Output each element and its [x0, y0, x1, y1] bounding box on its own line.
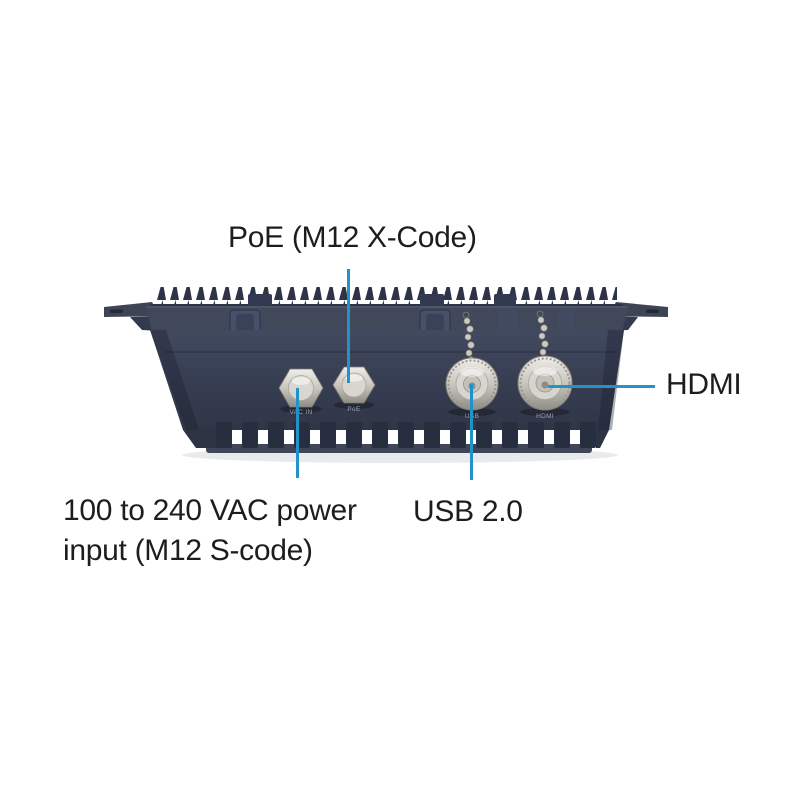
- lid-tab-1: [498, 308, 518, 334]
- poe-label: PoE (M12 X-Code): [228, 221, 477, 254]
- heatsink-fins-top: [151, 287, 623, 309]
- hdmi-label: HDMI: [666, 368, 742, 401]
- hdmi-connector: HDMI: [517, 310, 573, 420]
- lid-tab-2: [558, 308, 574, 330]
- power-label-line2: input (M12 S-code): [63, 534, 313, 567]
- bracket-hole-right: [646, 309, 659, 313]
- hdmi-callout-line: [548, 385, 655, 388]
- usb-label: USB 2.0: [413, 495, 523, 528]
- power-callout-line: [296, 388, 299, 478]
- power-connector: VAC IN: [278, 368, 324, 416]
- port-tag-vac-in: VAC IN: [290, 409, 313, 416]
- poe-callout-line: [347, 269, 350, 383]
- power-label: 100 to 240 VAC power input (M12 S-code): [63, 491, 357, 571]
- port-tag-poe: PoE: [347, 406, 361, 413]
- poe-connector: PoE: [332, 366, 376, 413]
- usb-connector: USB: [445, 311, 499, 420]
- power-label-line1: 100 to 240 VAC power: [63, 494, 357, 527]
- usb-cap-chain: [462, 311, 475, 364]
- heatsink-fins-bottom: [183, 422, 609, 453]
- usb-callout-line: [470, 384, 473, 480]
- port-tag-hdmi: HDMI: [536, 413, 554, 420]
- bracket-hole-left: [110, 309, 123, 313]
